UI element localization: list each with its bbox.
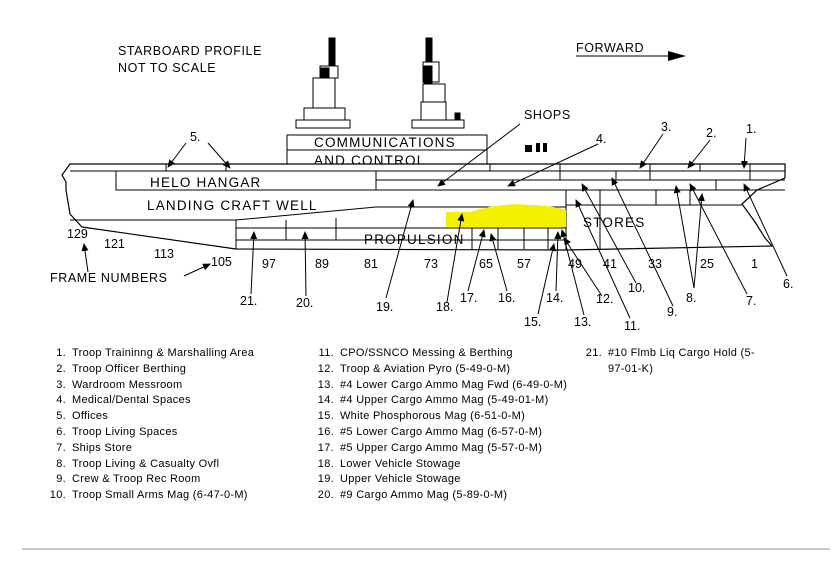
callout-19: 19.: [376, 300, 393, 314]
callout-labels: 1. 2. 3. 4. 5. 6. 7. 8. 9. 10. 11. 12. 1…: [190, 120, 793, 333]
frame-number: 97: [262, 257, 276, 271]
legend-item: 10.Troop Small Arms Mag (6-47-0-M): [49, 489, 248, 502]
callout-2: 2.: [706, 126, 716, 140]
callout-14: 14.: [546, 291, 563, 305]
legend-item: 13.#4 Lower Cargo Ammo Mag Fwd (6-49-0-M…: [317, 378, 568, 391]
callout-7: 7.: [746, 294, 756, 308]
callout-12: 12.: [596, 292, 613, 306]
stores-label: STORES: [583, 215, 645, 230]
frame-number: 49: [568, 257, 582, 271]
legend-item: 5.Offices: [56, 410, 109, 423]
callout-11: 11.: [624, 319, 640, 333]
legend-item: 7.Ships Store: [56, 441, 133, 454]
frame-number: 57: [517, 257, 531, 271]
callout-20: 20.: [296, 296, 313, 310]
callout-3: 3.: [661, 120, 671, 134]
callout-16: 16.: [498, 291, 515, 305]
shops-label: SHOPS: [524, 108, 571, 122]
frame-number: 73: [424, 257, 438, 271]
callout-18: 18.: [436, 300, 453, 314]
communications-label: COMMUNICATIONS: [314, 135, 456, 150]
mast-fwd: [411, 37, 465, 129]
vehicle-stowage-highlight: [446, 204, 566, 227]
legend-column-3: 21.#10 Flmb Liq Cargo Hold (5-97-01-K): [580, 346, 768, 378]
title-line-1: STARBOARD PROFILE: [118, 44, 262, 58]
frame-number: 81: [364, 257, 378, 271]
frame-number: 121: [104, 237, 125, 251]
propulsion-label: PROPULSION: [364, 232, 465, 247]
legend-column-2: 11.CPO/SSNCO Messing & Berthing 12.Troop…: [312, 346, 567, 504]
forward-arrow-icon: [576, 51, 686, 61]
frame-number: 129: [67, 227, 88, 241]
legend-item: 4.Medical/Dental Spaces: [56, 394, 191, 407]
frame-number: 65: [479, 257, 493, 271]
frame-number: 25: [700, 257, 714, 271]
frame-number: 113: [154, 247, 174, 261]
deck-fitting: [525, 143, 547, 152]
legend-item: 18.Lower Vehicle Stowage: [317, 457, 461, 470]
callout-21: 21.: [240, 294, 257, 308]
legend-item: 6.Troop Living Spaces: [56, 425, 178, 438]
legend-item: 15.White Phosphorous Mag (6-51-0-M): [317, 410, 526, 423]
bottom-divider: [22, 548, 830, 550]
legend-item: 3.Wardroom Messroom: [56, 378, 183, 391]
legend-item: 11.CPO/SSNCO Messing & Berthing: [318, 347, 513, 359]
legend-item: 8.Troop Living & Casualty Ovfl: [56, 457, 220, 470]
callout-6: 6.: [783, 277, 793, 291]
frame-number: 105: [211, 255, 232, 269]
frame-numbers: 129 121 113 105 97 89 81 73 65 57 49 41 …: [67, 227, 758, 271]
callout-9: 9.: [667, 305, 677, 319]
callout-5: 5.: [190, 130, 200, 144]
frame-number: 89: [315, 257, 329, 271]
callout-15: 15.: [524, 315, 541, 329]
legend-item: 19.Upper Vehicle Stowage: [317, 473, 461, 486]
legend-item: 9.Crew & Troop Rec Room: [56, 473, 201, 486]
frame-numbers-label: FRAME NUMBERS: [50, 271, 168, 285]
title-line-2: NOT TO SCALE: [118, 61, 216, 75]
legend-item: 14.#4 Upper Cargo Ammo Mag (5-49-01-M): [317, 394, 549, 407]
legend-item: 20.#9 Cargo Ammo Mag (5-89-0-M): [317, 489, 508, 502]
mast-aft: [295, 37, 351, 129]
callout-8: 8.: [686, 291, 696, 305]
callout-17: 17.: [460, 291, 477, 305]
legend-item: 1.Troop Traininng & Marshalling Area: [56, 347, 255, 359]
legend-item: 2.Troop Officer Berthing: [56, 362, 187, 375]
legend-item: 16.#5 Lower Cargo Ammo Mag (6-57-0-M): [317, 425, 543, 438]
landing-craft-well-label: LANDING CRAFT WELL: [147, 198, 318, 213]
callout-10: 10.: [628, 281, 645, 295]
callout-4: 4.: [596, 132, 606, 146]
callout-1: 1.: [746, 122, 756, 136]
legend-item: 17.#5 Upper Cargo Ammo Mag (5-57-0-M): [317, 441, 543, 454]
legend-column-1: 1.Troop Traininng & Marshalling Area 2.T…: [44, 346, 254, 504]
legend-item: 12.Troop & Aviation Pyro (5-49-0-M): [317, 362, 511, 375]
forward-label: FORWARD: [576, 41, 644, 55]
helo-hangar-box: [115, 170, 377, 191]
frame-number: 1: [751, 257, 758, 271]
legend-item: 21.#10 Flmb Liq Cargo Hold (5-97-01-K): [585, 347, 755, 375]
callout-13: 13.: [574, 315, 591, 329]
callouts: [167, 123, 788, 319]
helo-hangar-label: HELO HANGAR: [150, 175, 261, 190]
